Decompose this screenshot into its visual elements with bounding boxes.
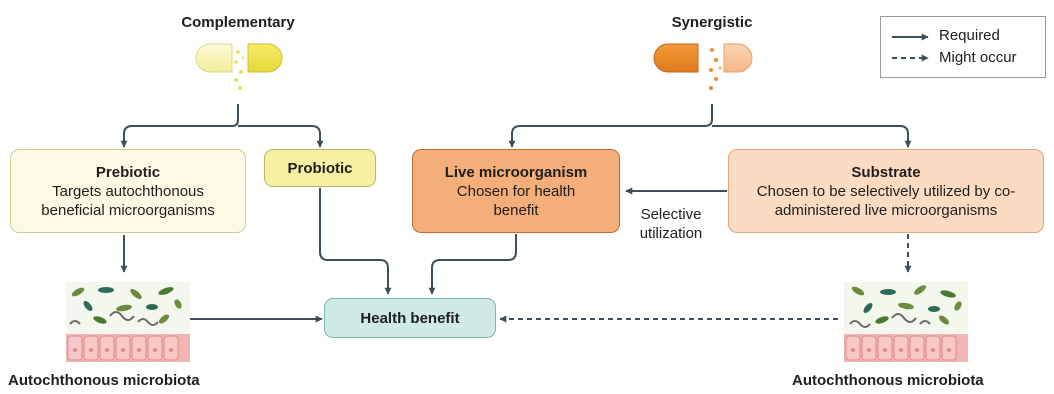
prebiotic-title: Prebiotic: [95, 163, 161, 181]
live-microorganism-box: Live microorganism Chosen for health ben…: [412, 149, 620, 233]
prebiotic-box: Prebiotic Targets autochthonous benefici…: [10, 149, 246, 233]
arrow-complementary-probiotic: [238, 125, 324, 148]
legend-might-occur: Might occur: [939, 49, 1017, 66]
selective-utilization-label: Selective utilization: [639, 206, 703, 242]
legend-required-label: Required: [939, 27, 1000, 44]
arrow-synergistic-substrate: [712, 125, 912, 148]
heading-complementary: Complementary: [181, 14, 295, 31]
live-microorganism-text: Chosen for health benefit: [456, 182, 576, 219]
probiotic-box: Probiotic: [264, 149, 376, 187]
substrate-text: Chosen to be selectively utilized by co-…: [756, 182, 1016, 219]
microbiota-right-label: Autochthonous microbiota: [792, 372, 984, 389]
substrate-title: Substrate: [851, 163, 921, 181]
arrow-live-health: [428, 234, 517, 295]
substrate-box: Substrate Chosen to be selectively utili…: [728, 149, 1044, 233]
arrow-synergistic-live: [508, 104, 713, 148]
synergistic-capsule-icon: [653, 43, 753, 90]
live-microorganism-title: Live microorganism: [444, 163, 588, 181]
health-benefit-title: Health benefit: [360, 309, 460, 327]
microbiota-left-label: Autochthonous microbiota: [8, 372, 200, 389]
microbiota-illustration-right-icon: [844, 282, 968, 362]
legend-required: Required: [939, 27, 1000, 44]
prebiotic-text: Targets autochthonous beneficial microor…: [41, 182, 215, 219]
heading-synergistic: Synergistic: [671, 14, 753, 31]
health-benefit-box: Health benefit: [324, 298, 496, 338]
arrow-probiotic-health: [319, 188, 392, 295]
legend-might-occur-label: Might occur: [939, 49, 1017, 66]
arrow-complementary-prebiotic: [120, 104, 239, 148]
microbiota-illustration-left-icon: [66, 282, 190, 362]
complementary-capsule-icon: [195, 43, 283, 90]
probiotic-title: Probiotic: [287, 159, 353, 177]
legend: Required Might occur: [880, 16, 1046, 78]
